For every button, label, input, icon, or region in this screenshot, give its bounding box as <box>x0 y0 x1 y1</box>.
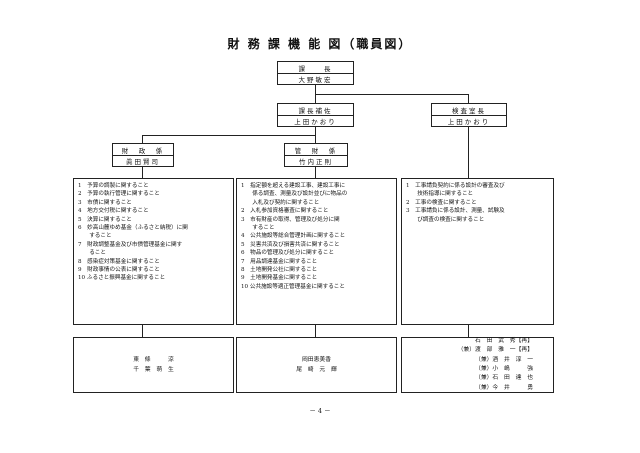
kensa-staff-box: 石 田 武 秀【再】 （兼）渡 部 雅 一【再】 （兼）酒 井 淳 一 （兼）小… <box>401 337 554 393</box>
duty-item: 9 財政事情の公表に関すること <box>78 267 160 274</box>
duty-item: 4 地方交付税に関すること <box>78 208 149 215</box>
kanzai-duties-list: 1 指定額を超える建設工事、建設工事に 係る調査、測量及び設計並びに物品の 入札… <box>241 182 392 291</box>
zaisei-duties-list: 1 予算の調製に関すること 2 予算の執行管理に関すること 3 市債に関すること… <box>78 182 229 283</box>
duty-item: 6 物品の管理及び処分に関すること <box>241 250 335 257</box>
zaisei-staff-box: 東 條 涼 千 葉 萌 生 <box>73 337 234 393</box>
inspector-title: 検査室長 <box>432 104 506 116</box>
duty-item: 1 指定額を超える建設工事、建設工事に 係る調査、測量及び設計並びに物品の 入札… <box>241 183 348 206</box>
staff-name: 東 條 涼 <box>133 357 174 363</box>
connector-top-horizontal <box>315 94 469 95</box>
duty-item: 3 工事請負に係る設計、測量、試験及 び調査の検査に関すること <box>406 208 505 223</box>
duty-item: 7 財政調整基金及び市債管理基金に関す ること <box>78 241 183 257</box>
page-title: 財 務 課 機 能 図（職員図） <box>227 37 413 51</box>
duty-item: 6 妙高山麓ゆめ基金（ふるさと納税）に関 すること <box>78 225 188 240</box>
assistant-name: 上田かおり <box>294 117 337 126</box>
kanzai-title: 管 財 係 <box>285 144 347 156</box>
kensa-duties-box: 1 工事請負契約に係る設計の審査及び 技術指導に関すること 2 工事の検査に関す… <box>401 178 554 325</box>
inspector-name: 上田かおり <box>447 117 491 126</box>
staff-name: 石 田 武 秀【再】 <box>475 337 533 344</box>
duty-item: 5 災害共済及び損害共済に関すること <box>241 241 340 248</box>
kanzai-staff-box: 岡田恵美香 尾 崎 元 輝 <box>236 337 397 393</box>
staff-name: （兼）酒 井 淳 一 <box>475 356 533 363</box>
duty-item: 1 予算の調製に関すること <box>78 183 149 189</box>
kensa-duties-list: 1 工事請負契約に係る設計の審査及び 技術指導に関すること 2 工事の検査に関す… <box>406 182 549 224</box>
connector-kensa-staff <box>468 325 469 337</box>
zaisei-name: 眞田賢司 <box>126 157 160 166</box>
zaisei-duties-box: 1 予算の調製に関すること 2 予算の執行管理に関すること 3 市債に関すること… <box>73 178 234 325</box>
chief-box: 課 長 大野敏宏 <box>277 61 354 85</box>
connector-zaisei-staff <box>142 325 143 337</box>
duty-item: 7 用品調達基金に関すること <box>241 258 318 265</box>
chief-name: 大野敏宏 <box>298 75 333 84</box>
duty-item: 3 市有財産の取得、管理及び処分に関 すること <box>241 216 340 232</box>
connector-chief-down <box>315 84 316 103</box>
staff-name: （兼）今 井 勇 <box>475 384 533 391</box>
duty-item: 4 公共施設等総合管理計画に関すること <box>241 233 346 240</box>
staff-name: （兼）小 嶋 強 <box>475 366 533 372</box>
connector-zaisei-duties <box>142 167 143 178</box>
chief-title: 課 長 <box>278 62 353 74</box>
staff-name: 岡田恵美香 <box>302 357 331 363</box>
duty-item: 1 工事請負契約に係る設計の審査及び 技術指導に関すること <box>406 183 505 198</box>
staff-name: （兼）石 田 達 也 <box>475 375 533 382</box>
connector-mid-horizontal <box>142 135 316 136</box>
connector-kanzai-staff <box>315 325 316 337</box>
duty-item: 10 ふるさと振興基金に関すること <box>78 275 166 282</box>
kanzai-name: 竹内正則 <box>299 157 333 166</box>
page-number: － 4 － <box>309 407 331 415</box>
duty-item: 5 決算に関すること <box>78 216 132 223</box>
staff-name: （兼）渡 部 雅 一【再】 <box>457 347 533 354</box>
duty-item: 2 工事の検査に関すること <box>406 199 477 206</box>
zaisei-title: 財 政 係 <box>113 144 173 156</box>
connector-inspector-down <box>468 94 469 103</box>
duty-item: 8 感染症対策基金に関すること <box>78 258 160 265</box>
staff-name: 千 葉 萌 生 <box>133 367 174 373</box>
assistant-title: 課長補佐 <box>278 104 353 116</box>
duty-item: 3 市債に関すること <box>78 199 132 206</box>
zaisei-box: 財 政 係 眞田賢司 <box>112 143 174 167</box>
assistant-box: 課長補佐 上田かおり <box>277 103 354 127</box>
inspector-box: 検査室長 上田かおり <box>431 103 507 127</box>
connector-kanzai-duties <box>315 167 316 178</box>
duty-item: 2 予算の執行管理に関すること <box>78 191 160 198</box>
duty-item: 10 公共施設等適正管理基金に関すること <box>241 283 345 290</box>
duty-item: 2 入札参加資格審査に関すること <box>241 208 329 215</box>
duty-item: 9 土地開発基金に関すること <box>241 275 318 282</box>
connector-zaisei-down <box>142 135 143 143</box>
kanzai-box: 管 財 係 竹内正則 <box>284 143 348 167</box>
connector-inspector-duties <box>468 127 469 178</box>
staff-name: 尾 崎 元 輝 <box>296 367 337 373</box>
duty-item: 8 土地開発公社に関すること <box>241 267 318 274</box>
kanzai-duties-box: 1 指定額を超える建設工事、建設工事に 係る調査、測量及び設計並びに物品の 入札… <box>236 178 397 325</box>
